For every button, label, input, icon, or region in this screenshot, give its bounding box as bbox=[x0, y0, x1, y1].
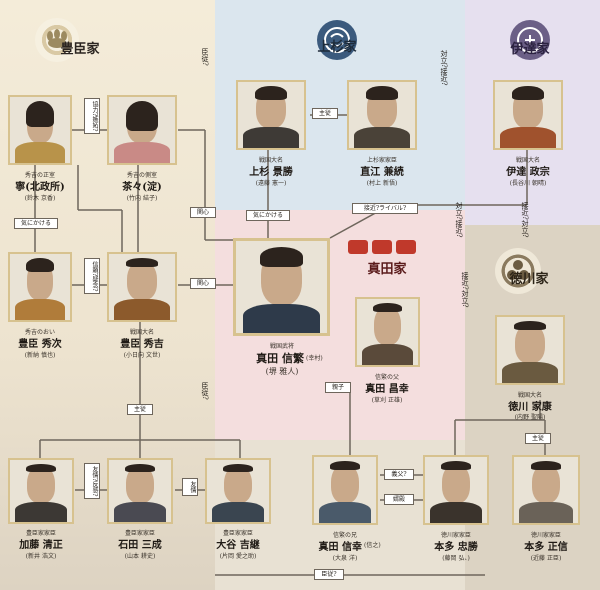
portrait-yoshitsugu bbox=[205, 458, 271, 524]
name-nobuyuki: 真田 信幸 bbox=[318, 542, 362, 553]
clan-title-uesugi: 上杉家 bbox=[317, 40, 357, 55]
date-crest-icon bbox=[510, 20, 550, 60]
name-chacha: 茶々(淀) bbox=[122, 182, 162, 193]
role-hideyoshi: 戦国大名 bbox=[129, 329, 154, 336]
name-nene: 寧(北政所) bbox=[15, 182, 65, 193]
role-hidetsugu: 秀吉のおい bbox=[24, 329, 55, 336]
name-note-nobushige: (幸村) bbox=[306, 355, 323, 362]
portrait-hideyoshi bbox=[107, 252, 177, 322]
actor-kanetsugu: (村上 新悟) bbox=[366, 180, 398, 187]
actor-mitsunari: (山本 耕史) bbox=[124, 553, 156, 560]
name-hidetsugu: 豊臣 秀次 bbox=[18, 339, 62, 350]
name-nobushige: 真田 信繁 bbox=[256, 352, 304, 365]
name-ieyasu: 徳川 家康 bbox=[508, 402, 552, 413]
role-kiyomasa: 豊臣家家臣 bbox=[25, 530, 56, 537]
portrait-mitsunari bbox=[107, 458, 173, 524]
actor-yoshitsugu: (片岡 愛之助) bbox=[219, 553, 257, 560]
name-masanobu: 本多 正信 bbox=[524, 542, 568, 553]
portrait-masamune bbox=[493, 80, 563, 150]
portrait-nobuyuki bbox=[312, 455, 378, 525]
role-nobushige: 戦国武将 bbox=[269, 343, 294, 350]
role-yoshitsugu: 豊臣家家臣 bbox=[222, 530, 253, 537]
rel-ieyasu-vassals: 主従 bbox=[525, 433, 551, 445]
rel-hideyoshi-nobushige: 関心 bbox=[190, 278, 216, 290]
portrait-hidetsugu bbox=[8, 252, 72, 322]
uesugi-crest-icon bbox=[317, 20, 357, 60]
rel-kagekatsu-nobushige: 気にかける bbox=[246, 210, 290, 222]
clan-title-sanada: 真田家 bbox=[367, 262, 407, 277]
role-nene: 秀吉の正室 bbox=[24, 172, 55, 179]
name-masamune: 伊達 政宗 bbox=[506, 167, 550, 178]
role-nobuyuki: 信繁の兄 bbox=[332, 532, 357, 539]
portrait-tadakatsu bbox=[423, 455, 489, 525]
role-masamune: 戦国大名 bbox=[515, 157, 540, 164]
role-chacha: 秀吉の側室 bbox=[126, 172, 157, 179]
rel-toyotomi-tokugawa: 臣従? bbox=[201, 382, 209, 400]
portrait-kanetsugu bbox=[347, 80, 417, 150]
rel-chacha-nobushige: 関心 bbox=[190, 207, 216, 219]
clan-title-toyotomi: 豊臣家 bbox=[60, 42, 100, 57]
actor-hideyoshi: (小日向 文世) bbox=[123, 352, 161, 359]
rel-nene-hidetsugu: 気にかける bbox=[14, 218, 58, 230]
role-kagekatsu: 戦国大名 bbox=[258, 157, 283, 164]
portrait-kagekatsu bbox=[236, 80, 306, 150]
actor-kagekatsu: (遠藤 憲一) bbox=[255, 180, 287, 187]
rel-masayuki-nobuyuki: 親子 bbox=[325, 382, 351, 394]
actor-nene: (鈴木 京香) bbox=[24, 195, 56, 202]
actor-nobuyuki: (大泉 洋) bbox=[332, 555, 358, 562]
rel-uesugi-date: 対立?接近? bbox=[440, 50, 448, 86]
actor-masayuki: (草刈 正雄) bbox=[371, 397, 403, 404]
rel-mitsunari-yoshitsugu: 友情 bbox=[182, 478, 198, 496]
rel-kiyomasa-mitsunari: 友情?反感? bbox=[84, 463, 100, 500]
actor-hidetsugu: (新納 慎也) bbox=[24, 352, 56, 359]
role-ieyasu: 戦国大名 bbox=[517, 392, 542, 399]
clan-title-tokugawa: 徳川家 bbox=[509, 272, 549, 287]
actor-tadakatsu: (藤岡 弘、) bbox=[442, 555, 470, 562]
name-mitsunari: 石田 三成 bbox=[118, 540, 162, 551]
role-masayuki: 信繁の父 bbox=[374, 374, 399, 381]
actor-masanobu: (近藤 正臣) bbox=[530, 555, 562, 562]
hollyhock-crest-icon bbox=[495, 248, 541, 294]
rel-tokugawa-side: 接近?対立? bbox=[461, 272, 469, 308]
actor-masamune: (長谷川 朝晴) bbox=[509, 180, 547, 187]
role-kanetsugu: 上杉家家臣 bbox=[366, 157, 397, 164]
name-yoshitsugu: 大谷 吉継 bbox=[216, 540, 260, 551]
rel-hideyoshi-vassals: 主従 bbox=[127, 404, 153, 416]
rel-nene-chacha: 協力?嫉妬? bbox=[84, 98, 100, 135]
role-mitsunari: 豊臣家家臣 bbox=[124, 530, 155, 537]
actor-ieyasu: (内野 聖陽) bbox=[514, 414, 546, 421]
name-note-nobuyuki: (信之) bbox=[364, 542, 381, 549]
portrait-nene bbox=[8, 95, 72, 165]
name-kanetsugu: 直江 兼続 bbox=[360, 167, 404, 178]
name-hideyoshi: 豊臣 秀吉 bbox=[120, 339, 164, 350]
role-masanobu: 徳川家家臣 bbox=[530, 532, 561, 539]
portrait-chacha bbox=[107, 95, 177, 165]
portrait-nobushige bbox=[233, 238, 330, 336]
six-coins-crest-icon bbox=[347, 238, 417, 256]
clan-title-date: 伊達家 bbox=[510, 42, 550, 57]
name-kagekatsu: 上杉 景勝 bbox=[249, 167, 293, 178]
role-tadakatsu: 徳川家家臣 bbox=[440, 532, 471, 539]
actor-kiyomasa: (新井 浩文) bbox=[25, 553, 57, 560]
name-tadakatsu: 本多 忠勝 bbox=[434, 542, 478, 553]
portrait-ieyasu bbox=[495, 315, 565, 385]
actor-nobushige: (堺 雅人) bbox=[265, 367, 299, 376]
rel-hideyoshi-hidetsugu: 信頼?疑念? bbox=[84, 258, 100, 295]
rel-nobuyuki-tadakatsu-2: 婿殿 bbox=[384, 494, 414, 506]
portrait-masanobu bbox=[512, 455, 580, 525]
actor-chacha: (竹内 結子) bbox=[126, 195, 158, 202]
rel-nobuyuki-tadakatsu-1: 義父? bbox=[384, 469, 414, 481]
rel-date-tokugawa: 接近?対立? bbox=[521, 202, 529, 238]
name-masayuki: 真田 昌幸 bbox=[365, 384, 409, 395]
rel-uesugi-tokugawa: 対立?接近? bbox=[455, 202, 463, 238]
name-kiyomasa: 加藤 清正 bbox=[19, 540, 63, 551]
rel-bottom: 臣従? bbox=[314, 569, 344, 581]
rel-kagekatsu-kanetsugu: 主従 bbox=[312, 108, 338, 120]
rel-masamune-nobushige: 接近?ライバル? bbox=[352, 203, 418, 215]
portrait-kiyomasa bbox=[8, 458, 74, 524]
portrait-masayuki bbox=[355, 297, 420, 367]
paulownia-crest-icon bbox=[35, 18, 79, 62]
rel-toyotomi-uesugi: 臣従? bbox=[201, 48, 209, 66]
